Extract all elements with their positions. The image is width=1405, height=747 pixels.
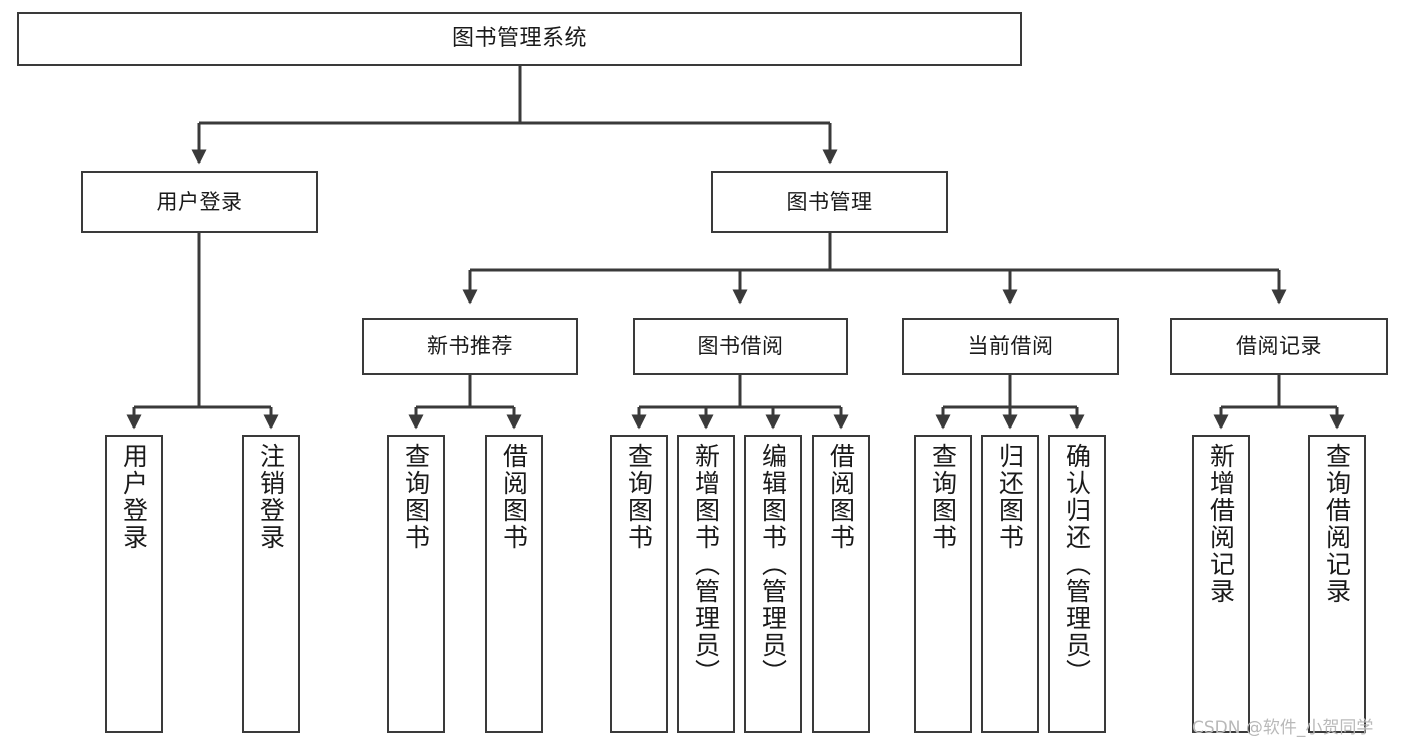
node-label: 编辑图书（管理员） <box>758 443 788 686</box>
node-label: 新增借阅记录 <box>1206 443 1236 605</box>
node-current-borrow[interactable]: 当前借阅 <box>902 318 1119 375</box>
node-leaf-confirm-return-admin[interactable]: 确认归还（管理员） <box>1048 435 1106 733</box>
node-label: 确认归还（管理员） <box>1062 443 1092 686</box>
node-label: 借阅图书 <box>499 443 529 551</box>
node-leaf-query-book-recommend[interactable]: 查询图书 <box>387 435 445 733</box>
node-book-borrow[interactable]: 图书借阅 <box>633 318 848 375</box>
node-label: 查询图书 <box>928 443 958 551</box>
node-label: 查询借阅记录 <box>1322 443 1352 605</box>
node-borrow-record[interactable]: 借阅记录 <box>1170 318 1388 375</box>
node-leaf-query-book-borrow[interactable]: 查询图书 <box>610 435 668 733</box>
node-label: 新书推荐 <box>427 334 513 359</box>
node-new-book-recommend[interactable]: 新书推荐 <box>362 318 578 375</box>
node-leaf-query-borrow-record[interactable]: 查询借阅记录 <box>1308 435 1366 733</box>
node-label: 借阅图书 <box>826 443 856 551</box>
node-root-system[interactable]: 图书管理系统 <box>17 12 1022 66</box>
node-label: 归还图书 <box>995 443 1025 551</box>
node-label: 当前借阅 <box>967 334 1054 359</box>
node-label: 查询图书 <box>624 443 654 551</box>
node-label: 用户登录 <box>119 443 149 551</box>
node-book-management[interactable]: 图书管理 <box>711 171 948 233</box>
node-leaf-add-borrow-record[interactable]: 新增借阅记录 <box>1192 435 1250 733</box>
node-leaf-borrow-book[interactable]: 借阅图书 <box>812 435 870 733</box>
node-leaf-user-login[interactable]: 用户登录 <box>105 435 163 733</box>
node-label: 新增图书（管理员） <box>691 443 721 686</box>
node-leaf-borrow-book-recommend[interactable]: 借阅图书 <box>485 435 543 733</box>
node-label: 借阅记录 <box>1236 334 1322 359</box>
node-label: 图书管理系统 <box>451 26 587 52</box>
node-label: 图书管理 <box>786 189 873 214</box>
node-leaf-logout[interactable]: 注销登录 <box>242 435 300 733</box>
node-leaf-return-book[interactable]: 归还图书 <box>981 435 1039 733</box>
node-user-login[interactable]: 用户登录 <box>81 171 318 233</box>
node-label: 查询图书 <box>401 443 431 551</box>
node-leaf-query-book-current[interactable]: 查询图书 <box>914 435 972 733</box>
node-label: 用户登录 <box>156 189 243 214</box>
node-label: 图书借阅 <box>697 334 784 359</box>
node-leaf-edit-book-admin[interactable]: 编辑图书（管理员） <box>744 435 802 733</box>
node-label: 注销登录 <box>256 443 286 551</box>
node-leaf-add-book-admin[interactable]: 新增图书（管理员） <box>677 435 735 733</box>
